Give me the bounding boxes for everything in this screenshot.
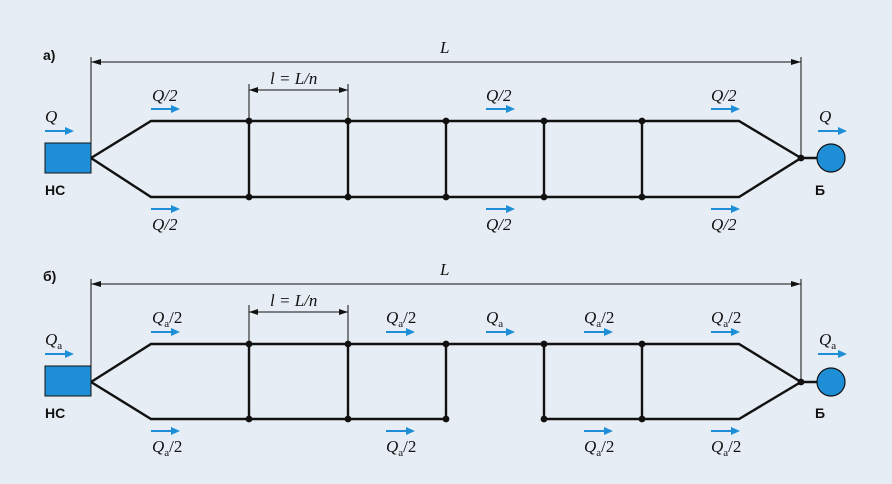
bottom-flow-a-2: Q/2	[486, 215, 512, 234]
inflow-label-a: Q	[45, 107, 57, 126]
top-flow-a-3: Q/2	[711, 86, 737, 105]
tank-a	[816, 143, 846, 173]
pump-label-a: НС	[45, 182, 65, 198]
bottom-flow-b-4: Qa/2	[711, 437, 741, 459]
middle-flow-b: Qa	[486, 308, 503, 330]
pump-station-a	[44, 142, 92, 174]
panel-b-label: б)	[43, 268, 56, 284]
seg-arrow-right-a	[339, 87, 348, 93]
bottom-flow-b-2: Qa/2	[386, 437, 416, 459]
tank-label-b: Б	[815, 405, 825, 421]
flow-arrows-a	[45, 105, 847, 213]
dim-arrow-right-b	[791, 281, 801, 287]
panel-a: а) L l = L/n НС	[43, 38, 847, 234]
length-label-b: L	[439, 260, 449, 279]
flow-arrows-b	[45, 328, 847, 435]
seg-arrow-left-b	[249, 309, 258, 315]
bottom-flow-b-3: Qa/2	[584, 437, 614, 459]
tank-label-a: Б	[815, 182, 825, 198]
segment-label-b: l = L/n	[270, 291, 317, 310]
length-label-a: L	[439, 38, 449, 57]
nodes-a	[245, 117, 805, 201]
tank-b	[816, 367, 846, 397]
seg-arrow-left-a	[249, 87, 258, 93]
top-flow-a-2: Q/2	[486, 86, 512, 105]
bottom-flow-b-1: Qa/2	[152, 437, 182, 459]
outflow-label-a: Q	[819, 107, 831, 126]
seg-arrow-right-b	[339, 309, 348, 315]
top-flow-b-1: Qa/2	[152, 308, 182, 330]
segment-label-a: l = L/n	[270, 69, 317, 88]
pump-station-b	[44, 365, 92, 397]
nodes-b	[245, 340, 805, 423]
pump-label-b: НС	[45, 405, 65, 421]
top-flow-a-1: Q/2	[152, 86, 178, 105]
top-flow-b-2: Qa/2	[386, 308, 416, 330]
panel-b: б) L l = L/n НС	[43, 260, 847, 459]
outflow-label-b: Qa	[819, 330, 836, 352]
bottom-flow-a-3: Q/2	[711, 215, 737, 234]
top-flow-b-3: Qa/2	[584, 308, 614, 330]
bottom-flow-a-1: Q/2	[152, 215, 178, 234]
dim-arrow-left-b	[91, 281, 101, 287]
inflow-label-b: Qa	[45, 330, 62, 352]
top-flow-b-4: Qa/2	[711, 308, 741, 330]
dim-arrow-right-a	[791, 59, 801, 65]
panel-a-label: а)	[43, 47, 55, 63]
dim-arrow-left-a	[91, 59, 101, 65]
